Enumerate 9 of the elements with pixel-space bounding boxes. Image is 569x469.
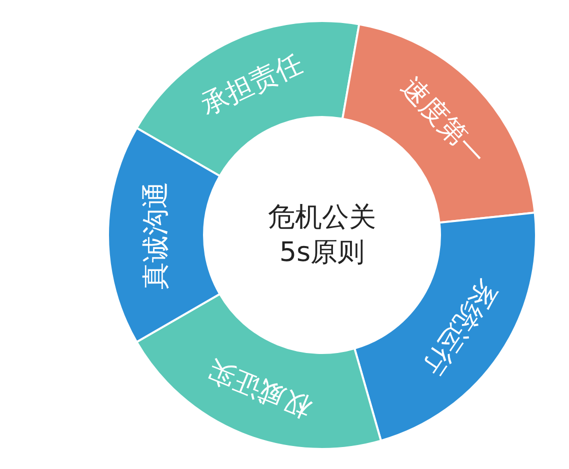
segment-label: 承担责任 xyxy=(197,50,306,120)
ring-segment xyxy=(136,293,382,450)
segment-label: 权威证实 xyxy=(204,356,315,422)
segment-label: 真诚沟通 xyxy=(142,181,170,289)
ring-segment xyxy=(136,20,360,177)
segment-label: 速度第一 xyxy=(396,73,490,170)
ring-segment xyxy=(107,127,221,343)
center-title: 危机公关5s原则 xyxy=(267,200,377,270)
segment-label: 系统运行 xyxy=(418,276,501,380)
